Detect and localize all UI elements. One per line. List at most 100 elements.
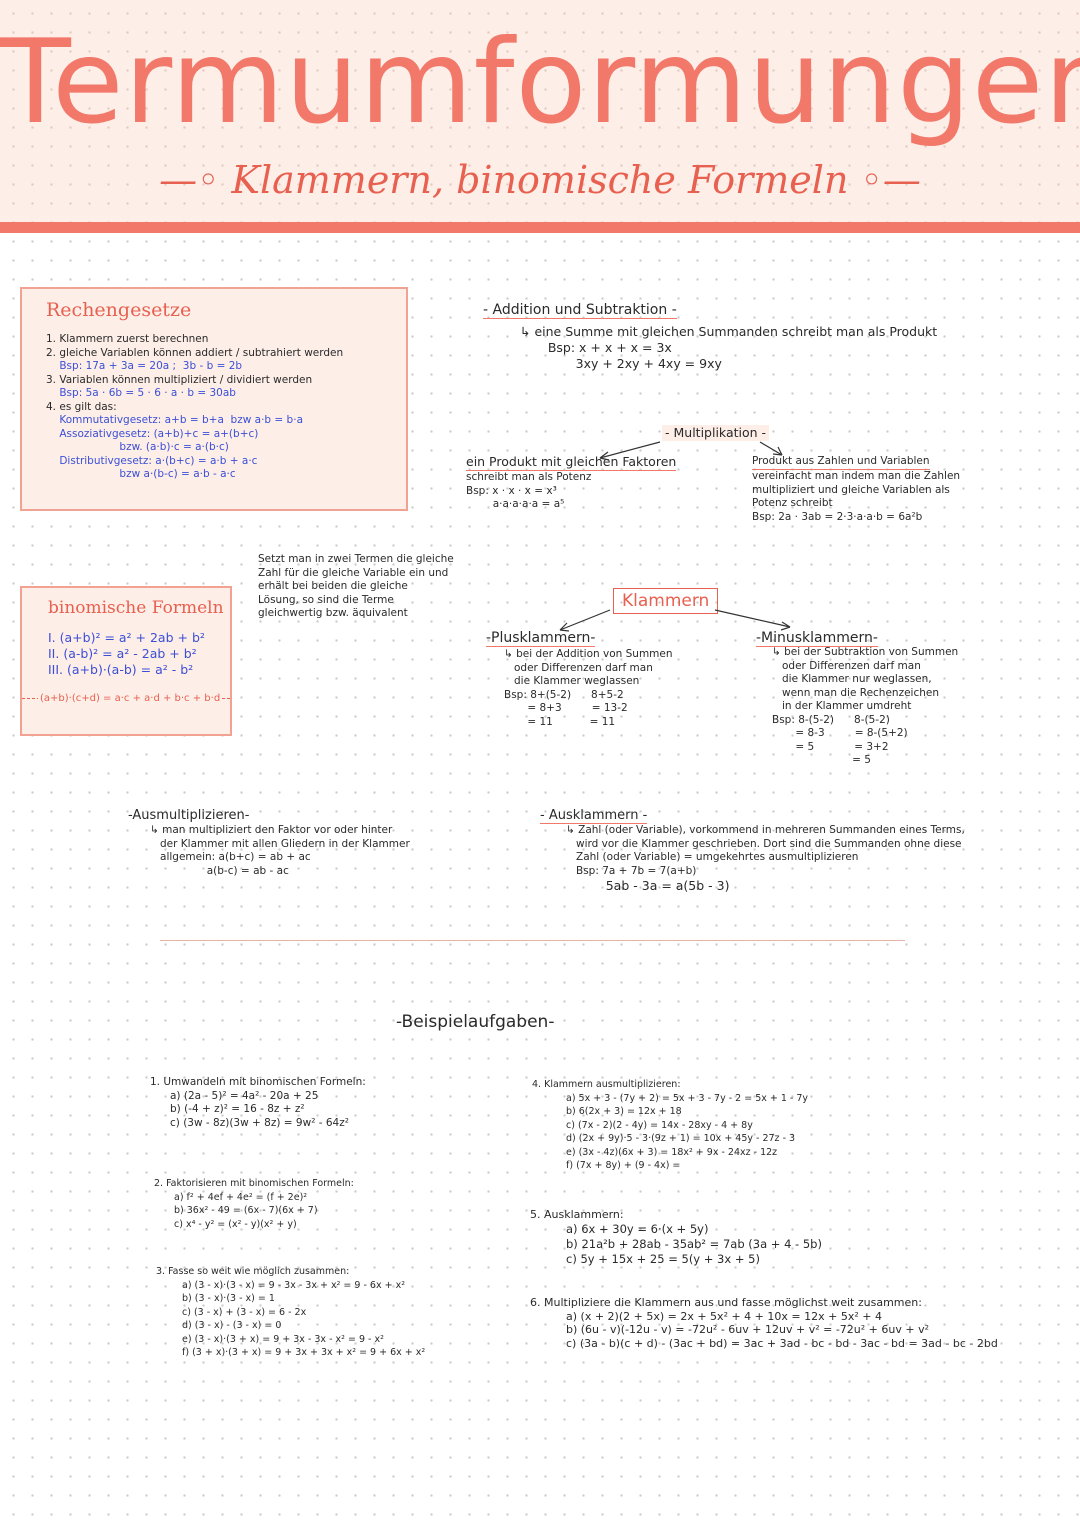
aufgabe-4-line: c) (7x - 2)(2 - 4y) = 14x - 28xy - 4 + 8… — [566, 1119, 753, 1131]
rechengesetze-title: Rechengesetze — [46, 299, 192, 321]
aufgabe-3-line: d) (3 - x) - (3 - x) = 0 — [182, 1320, 282, 1331]
aufgabe-6-line: c) (3a - b)(c + d) - (3ac + bd) = 3ac + … — [566, 1336, 998, 1350]
binomische-formula: I. (a+b)² = a² + 2ab + b² — [48, 630, 205, 645]
aufgabe-1-title: 1. Umwandeln mit binomischen Formeln: — [150, 1076, 366, 1088]
aufgabe-5: 5. Ausklammern: a) 6x + 30y = 6·(x + 5y)… — [530, 1208, 822, 1267]
section-divider — [160, 940, 905, 941]
aufgabe-4-line: a) 5x + 3 - (7y + 2) = 5x + 3 - 7y - 2 =… — [566, 1092, 809, 1104]
produkt-variablen-line: Bsp: 2a · 3ab = 2·3·a·a·b = 6a²b — [752, 510, 923, 523]
ausklammern-line: Zahl (oder Variable) = umgekehrtes ausmu… — [566, 851, 859, 863]
aequivalenz-note: Setzt man in zwei Termen die gleiche Zah… — [258, 553, 454, 621]
ausklammern-heading: - Ausklammern - — [540, 808, 648, 824]
binomische-list: I. (a+b)² = a² + 2ab + b² II. (a-b)² = a… — [48, 630, 205, 678]
aufgabe-2-line: b) 36x² - 49 = (6x - 7)(6x + 7) — [174, 1205, 318, 1216]
aufgabe-5-title: 5. Ausklammern: — [530, 1208, 624, 1221]
minusklammern-line: Bsp: 8-(5-2) 8-(5-2) — [772, 713, 890, 726]
plusklammern-line: die Klammer weglassen — [504, 675, 640, 687]
aufgabe-4-line: e) (3x - 4z)(6x + 3) = 18x² + 9x - 24xz … — [566, 1146, 778, 1158]
header-accent-bar — [0, 222, 1080, 233]
aufgabe-6-line: b) (6u - v)(-12u - v) = -72u² - 6uv + 12… — [566, 1323, 929, 1336]
ausklammern-line: Bsp: 7a + 7b = 7(a+b) — [566, 864, 697, 877]
minusklammern-line: ↳ bei der Subtraktion von Summen — [772, 646, 959, 658]
minusklammern-heading: -Minusklammern- — [756, 630, 878, 647]
ausklammern-line: ↳ Zahl (oder Variable), vorkommend in me… — [566, 824, 965, 836]
rechengesetze-line: 1. Klammern zuerst berechnen — [46, 333, 209, 345]
aufgabe-6: 6. Multipliziere die Klammern aus und fa… — [530, 1296, 998, 1350]
ausmultiplizieren-heading: -Ausmultiplizieren- — [128, 808, 250, 823]
rechengesetze-line: bzw a·(b-c) = a·b - a·c — [46, 468, 236, 480]
rechengesetze-line: Kommutativgesetz: a+b = b+a bzw a·b = b·… — [46, 414, 303, 426]
aequivalenz-line: Lösung, so sind die Terme — [258, 593, 394, 606]
minusklammern-line: die Klammer nur weglassen, — [772, 673, 932, 685]
arrow-klammern-right — [714, 609, 791, 628]
addition-text: ↳ eine Summe mit gleichen Summanden schr… — [520, 324, 937, 372]
ausklammern-line: 5ab - 3a = a(5b - 3) — [566, 878, 730, 893]
aufgabe-1-line: b) (-4 + z)² = 16 - 8z + z² — [170, 1103, 305, 1115]
aufgabe-4-line: b) 6(2x + 3) = 12x + 18 — [566, 1106, 682, 1117]
aufgabe-3-line: a) (3 - x)·(3 - x) = 9 - 3x - 3x + x² = … — [182, 1279, 406, 1291]
arrowhead-klammern-right — [780, 621, 791, 631]
rechengesetze-line: Bsp: 17a + 3a = 20a ; 3b - b = 2b — [46, 360, 243, 372]
rechengesetze-line: Distributivgesetz: a·(b+c) = a·b + a·c — [46, 454, 258, 467]
ausmultiplizieren-line: a(b-c) = ab - ac — [150, 864, 289, 877]
rechengesetze-line: bzw. (a·b)·c = a·(b·c) — [46, 441, 229, 453]
page-title: Termumformungen — [0, 15, 1080, 150]
arrowhead-klammern-left — [559, 622, 570, 632]
aequivalenz-line: gleichwertig bzw. äquivalent — [258, 607, 408, 619]
binomische-extra: (a+b)·(c+d) = a·c + a·d + b·c + b·d — [38, 692, 223, 706]
aufgabe-6-title: 6. Multipliziere die Klammern aus und fa… — [530, 1296, 922, 1309]
produkt-variablen-heading: Produkt aus Zahlen und Variablen — [752, 455, 930, 470]
multiplikation-heading: - Multiplikation - — [662, 425, 770, 441]
binomische-title: binomische Formeln — [48, 598, 224, 618]
produkt-potenz-heading: ein Produkt mit gleichen Faktoren — [466, 454, 677, 471]
ausmultiplizieren-text: ↳ man multipliziert den Faktor vor oder … — [150, 824, 410, 878]
minusklammern-line: wenn man die Rechenzeichen — [772, 686, 940, 699]
addition-line: ↳ eine Summe mit gleichen Summanden schr… — [520, 324, 938, 339]
arrowhead-multiplikation-right — [772, 446, 783, 456]
aufgabe-4: 4. Klammern ausmultiplizieren: a) 5x + 3… — [532, 1078, 808, 1173]
aufgabe-5-line: c) 5y + 15x + 25 = 5(y + 3x + 5) — [566, 1251, 760, 1266]
binomische-box: binomische Formeln I. (a+b)² = a² + 2ab … — [20, 586, 232, 736]
aequivalenz-line: erhält bei beiden die gleiche — [258, 580, 408, 592]
plusklammern-line: = 8+3 = 13-2 — [504, 702, 628, 714]
produkt-potenz-text: schreibt man als Potenz Bsp: x · x · x =… — [466, 471, 591, 512]
aufgabe-3-line: e) (3 - x)·(3 + x) = 9 + 3x - 3x - x² = … — [182, 1333, 384, 1345]
beispielaufgaben-heading: -Beispielaufgaben- — [396, 1012, 555, 1032]
aufgabe-2: 2. Faktorisieren mit binomischen Formeln… — [154, 1177, 354, 1231]
arrow-multiplikation-right — [759, 441, 783, 456]
minusklammern-line: oder Differenzen darf man — [772, 659, 921, 672]
minusklammern-line: in der Klammer umdreht — [772, 700, 912, 712]
aequivalenz-line: Zahl für die gleiche Variable ein und — [258, 566, 449, 579]
header-band — [0, 0, 1080, 222]
ausklammern-text: ↳ Zahl (oder Variable), vorkommend in me… — [566, 824, 965, 894]
aufgabe-3-title: 3. Fasse so weit wie möglich zusammen: — [156, 1266, 350, 1277]
aufgabe-4-title: 4. Klammern ausmultiplizieren: — [532, 1079, 681, 1090]
produkt-potenz-line: schreibt man als Potenz — [466, 471, 592, 483]
aufgabe-3-line: b) (3 - x)·(3 - x) = 1 — [182, 1293, 275, 1304]
aufgabe-6-line: a) (x + 2)(2 + 5x) = 2x + 5x² + 4 + 10x … — [566, 1309, 882, 1323]
plusklammern-line: Bsp: 8+(5-2) 8+5-2 — [504, 688, 624, 701]
plusklammern-heading: -Plusklammern- — [486, 630, 596, 647]
aufgabe-2-line: a) f² + 4ef + 4e² = (f + 2e)² — [174, 1191, 308, 1203]
ausmultiplizieren-line: ↳ man multipliziert den Faktor vor oder … — [150, 824, 393, 836]
minusklammern-line: = 5 — [772, 754, 871, 766]
produkt-variablen-line: Potenz schreibt — [752, 497, 833, 509]
produkt-variablen-line: multipliziert und gleiche Variablen als — [752, 483, 950, 496]
rechengesetze-line: 4. es gilt das: — [46, 400, 117, 413]
aufgabe-2-title: 2. Faktorisieren mit binomischen Formeln… — [154, 1178, 354, 1189]
minusklammern-text: ↳ bei der Subtraktion von Summen oder Di… — [772, 646, 958, 768]
arrow-klammern-left — [559, 609, 611, 631]
binomische-formula: III. (a+b)·(a-b) = a² - b² — [48, 662, 194, 677]
produkt-variablen-text: vereinfacht man indem man die Zahlen mul… — [752, 470, 960, 524]
aufgabe-4-line: f) (7x + 8y) + (9 - 4x) = — [566, 1160, 681, 1171]
rechengesetze-line: Bsp: 5a · 6b = 5 · 6 · a · b = 30ab — [46, 387, 236, 399]
aufgabe-4-line: d) (2x + 9y)·5 - 3·(9z + 1) = 10x + 45y … — [566, 1133, 796, 1144]
minusklammern-line: = 8-3 = 8-(5+2) — [772, 727, 908, 739]
aufgabe-1-line: a) (2a - 5)² = 4a² - 20a + 25 — [170, 1089, 319, 1102]
rechengesetze-line: 2. gleiche Variablen können addiert / su… — [46, 346, 344, 359]
produkt-potenz-line: Bsp: x · x · x = x³ — [466, 484, 557, 497]
plusklammern-line: ↳ bei der Addition von Summen — [504, 648, 673, 660]
produkt-potenz-line: a·a·a·a·a = a⁵ — [466, 498, 565, 510]
addition-heading: - Addition und Subtraktion - — [483, 302, 677, 319]
